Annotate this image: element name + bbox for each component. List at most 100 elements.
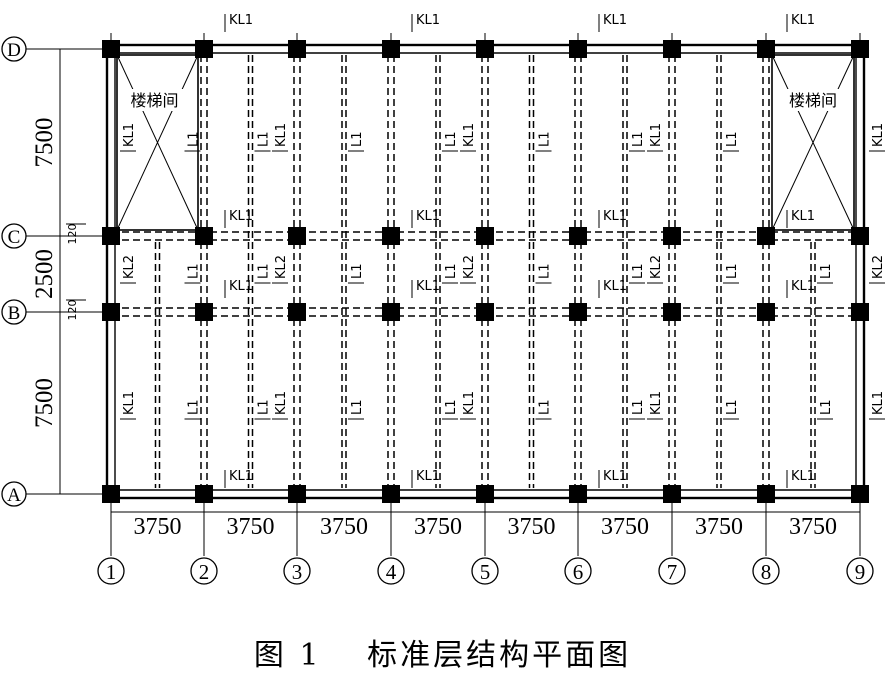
- beam-tag-vertical: L1: [819, 263, 834, 279]
- beam-tag-bottom: KL1: [411, 469, 440, 488]
- column: [476, 485, 494, 503]
- bay-spacing-dimension: 3750: [508, 514, 556, 540]
- axis-bubble-circle: [471, 557, 499, 585]
- column: [663, 303, 681, 321]
- beam-tag-kl1: KL1: [603, 13, 627, 28]
- row-axis-label: B: [8, 303, 21, 324]
- column-axis-bubble: 6: [564, 557, 592, 585]
- row-span-dimension: 7500: [31, 118, 58, 168]
- beam-tag-vertical: L1: [725, 263, 740, 279]
- row-span-dimension: 7500: [31, 378, 58, 428]
- beam-tag-v-upper-l1: L1: [535, 131, 553, 152]
- beam-tag-vertical: L1: [187, 263, 202, 279]
- beam-tag-v-upper: KL1: [869, 123, 885, 152]
- beam-tag-kl1: KL1: [791, 209, 815, 224]
- beam-tag-vertical: L1: [350, 131, 365, 147]
- beam-tag-vertical: L1: [538, 399, 553, 415]
- axis-bubble-circle: [752, 557, 780, 585]
- beam-tag-vertical: L1: [725, 131, 740, 147]
- column: [569, 227, 587, 245]
- beam-tag-v-lower: KL1: [869, 391, 885, 420]
- axis-bubble-circle: [283, 557, 311, 585]
- beam-tag-kl1: KL1: [603, 279, 627, 294]
- beam-tag-vertical: L1: [538, 263, 553, 279]
- column: [757, 40, 775, 58]
- beam-tag-v-upper-l1: L1: [442, 131, 459, 152]
- beam-tag-v-corridor: KL2: [869, 255, 885, 284]
- beam-tag-kl1: KL1: [229, 279, 253, 294]
- axis-bubble-circle: [564, 557, 592, 585]
- beam-tag-kl1: KL1: [791, 469, 815, 484]
- column: [382, 227, 400, 245]
- beam-tag-kl1: KL1: [603, 469, 627, 484]
- bay-spacing-dimension: 3750: [414, 514, 462, 540]
- beam-tag-upper: KL1: [411, 209, 440, 228]
- bay-spacing-dimension: 3750: [320, 514, 368, 540]
- beam-tag-vertical: KL1: [871, 123, 885, 147]
- column: [663, 227, 681, 245]
- beam-tag-v-lower-l1: L1: [254, 399, 272, 420]
- column-axis-label: 9: [855, 560, 866, 584]
- beam-tag-v-corridor-l1: L1: [348, 263, 365, 284]
- beam-tag-v-corridor: KL2: [120, 255, 137, 284]
- beam-tag-v-upper-l1: L1: [254, 131, 272, 152]
- beam-tag-vertical: L1: [725, 399, 740, 415]
- row-axis-bubble: D: [1, 36, 111, 62]
- column: [569, 40, 587, 58]
- column-axis-label: 7: [667, 560, 678, 584]
- axis-bubble-circle: [1, 481, 27, 507]
- beam-tag-top: KL1: [786, 13, 815, 32]
- beam-tag-vertical: L1: [631, 399, 646, 415]
- beam-tag-kl1: KL1: [416, 279, 440, 294]
- stair-well: 楼梯间: [116, 54, 199, 231]
- axis-bubble-circle: [1, 299, 27, 325]
- column: [663, 40, 681, 58]
- beam-tag-vertical: KL2: [122, 255, 137, 279]
- axis-bubble-circle: [1, 223, 27, 249]
- column: [851, 227, 869, 245]
- column-axis-label: 1: [106, 560, 117, 584]
- column: [851, 485, 869, 503]
- bay-spacing-dimension: 3750: [789, 514, 837, 540]
- column: [195, 227, 213, 245]
- beam-tag-vertical: KL1: [122, 391, 137, 415]
- column: [195, 303, 213, 321]
- beam-tag-upper: KL1: [786, 209, 815, 228]
- column: [851, 40, 869, 58]
- beam-tag-top: KL1: [598, 13, 627, 32]
- beam-tag-v-corridor-l1: L1: [817, 263, 834, 284]
- beam-tag-vertical: L1: [819, 399, 834, 415]
- beam-tag-v-lower: KL1: [120, 391, 137, 420]
- beam-tag-v-lower: KL1: [647, 391, 664, 420]
- beam-tag-vertical: KL1: [462, 391, 477, 415]
- column: [851, 303, 869, 321]
- beam-tag-vertical: KL2: [871, 255, 885, 279]
- column: [195, 40, 213, 58]
- column: [569, 303, 587, 321]
- beam-tag-vertical: KL2: [649, 255, 664, 279]
- column: [195, 485, 213, 503]
- beam-tag-vertical: L1: [444, 263, 459, 279]
- stair-wells: 楼梯间楼梯间: [116, 54, 855, 231]
- bay-spacing-dimension: 3750: [227, 514, 275, 540]
- axis-bubble-circle: [658, 557, 686, 585]
- beam-tag-vertical: L1: [631, 131, 646, 147]
- beam-tag-v-corridor-l1: L1: [535, 263, 553, 284]
- row-axis-bubble: C: [1, 223, 111, 249]
- beam-tag-v-lower: KL1: [272, 391, 289, 420]
- beam-tag-vertical: KL1: [122, 123, 137, 147]
- bay-spacing-dimension: 3750: [134, 514, 182, 540]
- beam-tag-v-lower-l1: L1: [442, 399, 459, 420]
- row-axis-label: C: [8, 227, 21, 248]
- beam-tag-bottom: KL1: [598, 469, 627, 488]
- column: [288, 227, 306, 245]
- beam-tag-v-corridor: KL2: [460, 255, 477, 284]
- beam-tag-corridor: KL1: [224, 279, 253, 298]
- column: [476, 227, 494, 245]
- beam-tag-v-corridor: KL2: [272, 255, 289, 284]
- beam-tag-kl1: KL1: [603, 209, 627, 224]
- beam-tag-vertical: KL2: [274, 255, 289, 279]
- beam-tag-vertical: L1: [538, 131, 553, 147]
